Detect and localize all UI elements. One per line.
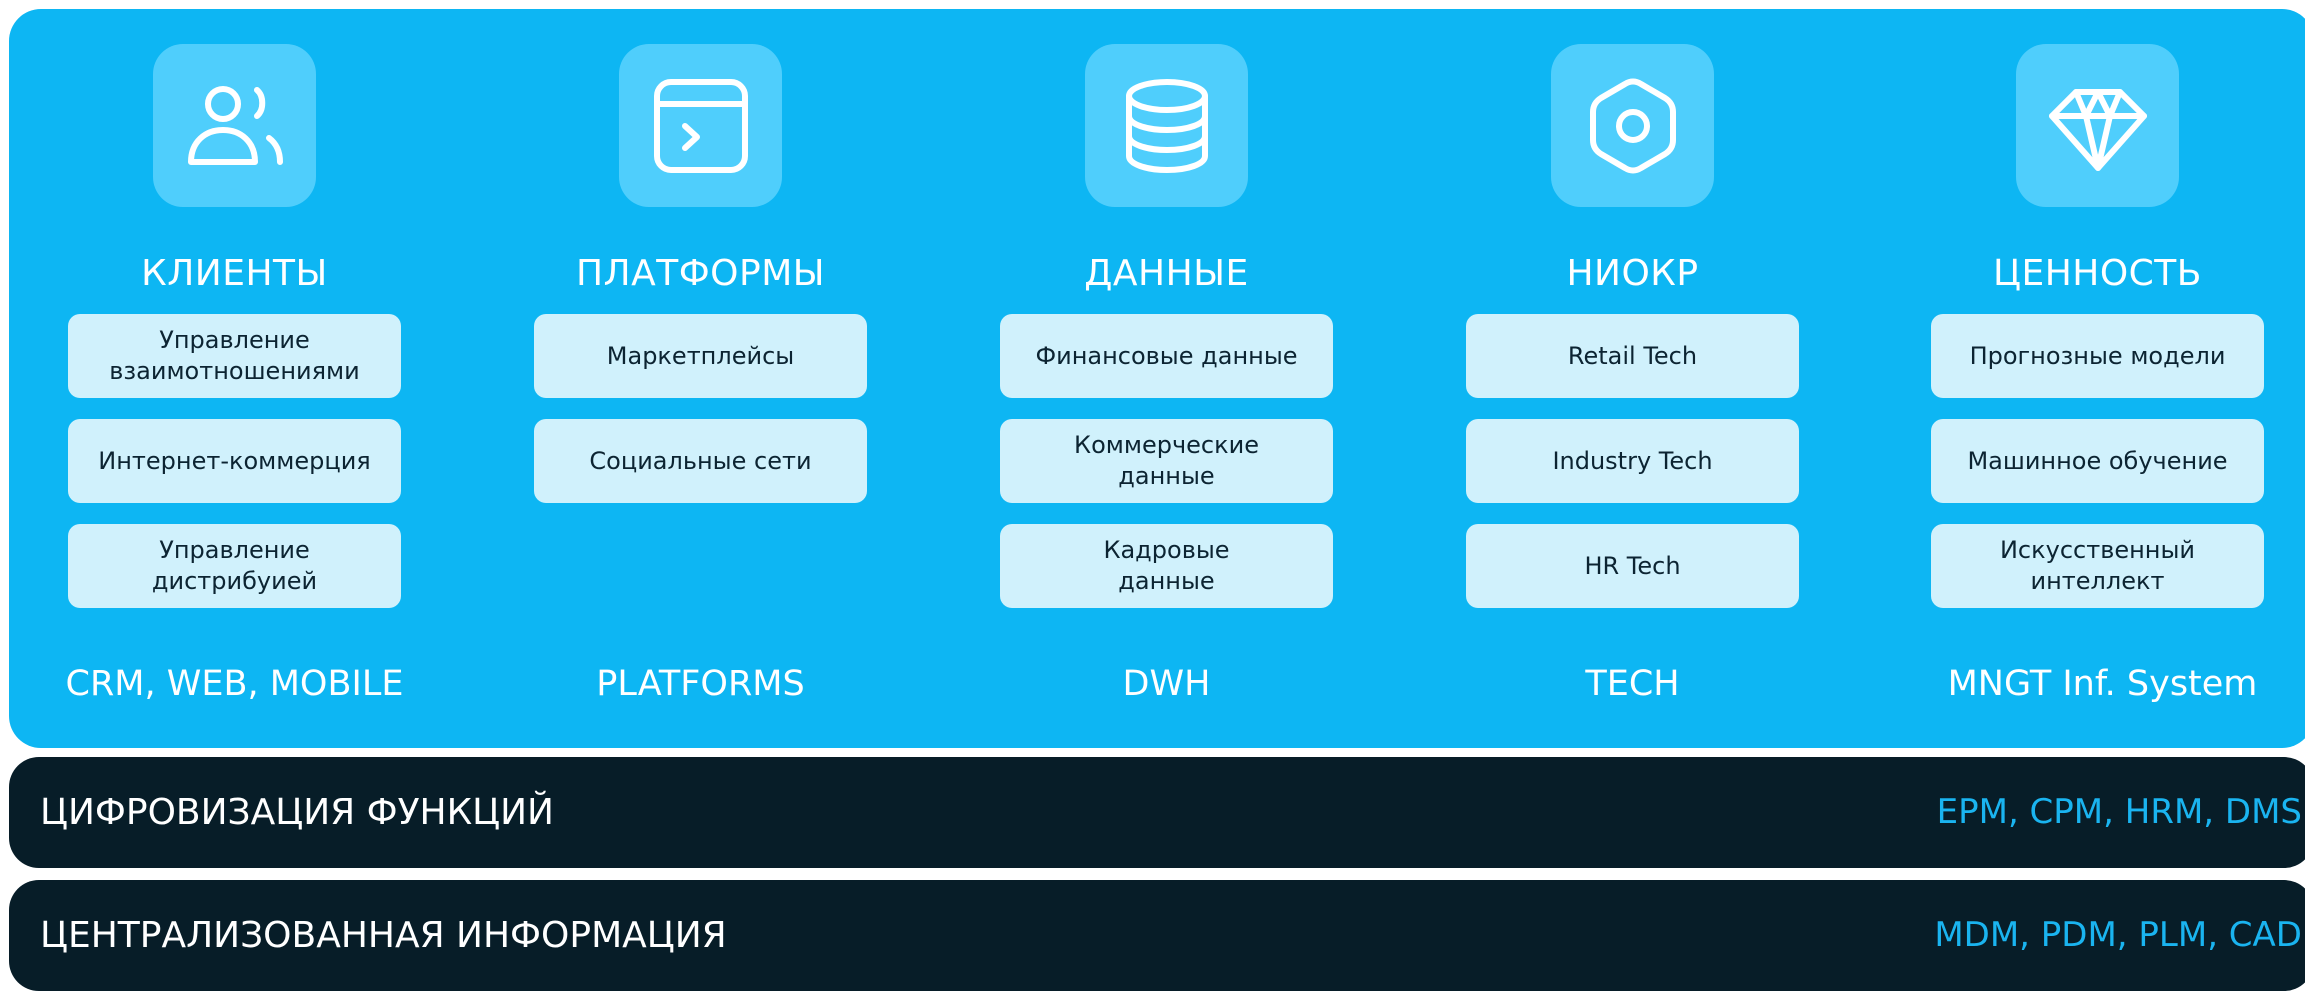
capability-card: Прогнозные модели [1931,314,2264,398]
centralized-info-bar: ЦЕНТРАЛИЗОВАННАЯ ИНФОРМАЦИЯ MDM, PDM, PL… [9,880,2305,991]
bar-systems: MDM, PDM, PLM, CAD [1934,915,2302,955]
users-icon [153,44,316,207]
column-platforms: ПЛАТФОРМЫ Маркетплейсы Социальные сети P… [534,9,867,748]
capability-card: Машинное обучение [1931,419,2264,503]
bar-systems: EPM, CPM, HRM, DMS [1936,792,2302,832]
column-title: ПЛАТФОРМЫ [575,253,826,294]
column-value: ЦЕННОСТЬ Прогнозные модели Машинное обуч… [1931,9,2264,748]
capability-card: Интернет-коммерция [68,419,401,503]
capability-card: Искусственный интеллект [1931,524,2264,608]
column-systems: MNGT Inf. System [1947,664,2258,704]
capability-card: Финансовые данные [1000,314,1333,398]
capability-card: HR Tech [1466,524,1799,608]
capability-card: Маркетплейсы [534,314,867,398]
terminal-window-icon [619,44,782,207]
column-systems: CRM, WEB, MOBILE [65,664,404,704]
capability-card: Коммерческие данные [1000,419,1333,503]
capability-card: Управление дистрибуией [68,524,401,608]
column-data: ДАННЫЕ Финансовые данные Коммерческие да… [1000,9,1333,748]
column-title: ЦЕННОСТЬ [1993,253,2202,294]
column-clients: КЛИЕНТЫ Управление взаимотношениями Инте… [66,9,403,748]
capability-card: Industry Tech [1466,419,1799,503]
digitalization-bar: ЦИФРОВИЗАЦИЯ ФУНКЦИЙ EPM, CPM, HRM, DMS [9,757,2305,868]
column-systems: DWH [1122,664,1211,704]
column-title: КЛИЕНТЫ [141,253,328,294]
column-title: НИОКР [1566,253,1699,294]
column-title: ДАННЫЕ [1084,253,1249,294]
bar-title: ЦИФРОВИЗАЦИЯ ФУНКЦИЙ [40,792,554,833]
hex-nut-icon [1551,44,1714,207]
column-systems: TECH [1585,664,1680,704]
capabilities-panel: КЛИЕНТЫ Управление взаимотношениями Инте… [9,9,2305,748]
database-icon [1085,44,1248,207]
capability-card: Кадровые данные [1000,524,1333,608]
diamond-icon [2016,44,2179,207]
bar-title: ЦЕНТРАЛИЗОВАННАЯ ИНФОРМАЦИЯ [40,915,727,956]
capability-card: Социальные сети [534,419,867,503]
capability-card: Управление взаимотношениями [68,314,401,398]
capability-card: Retail Tech [1466,314,1799,398]
column-systems: PLATFORMS [596,664,805,704]
column-rnd: НИОКР Retail Tech Industry Tech HR Tech … [1466,9,1799,748]
